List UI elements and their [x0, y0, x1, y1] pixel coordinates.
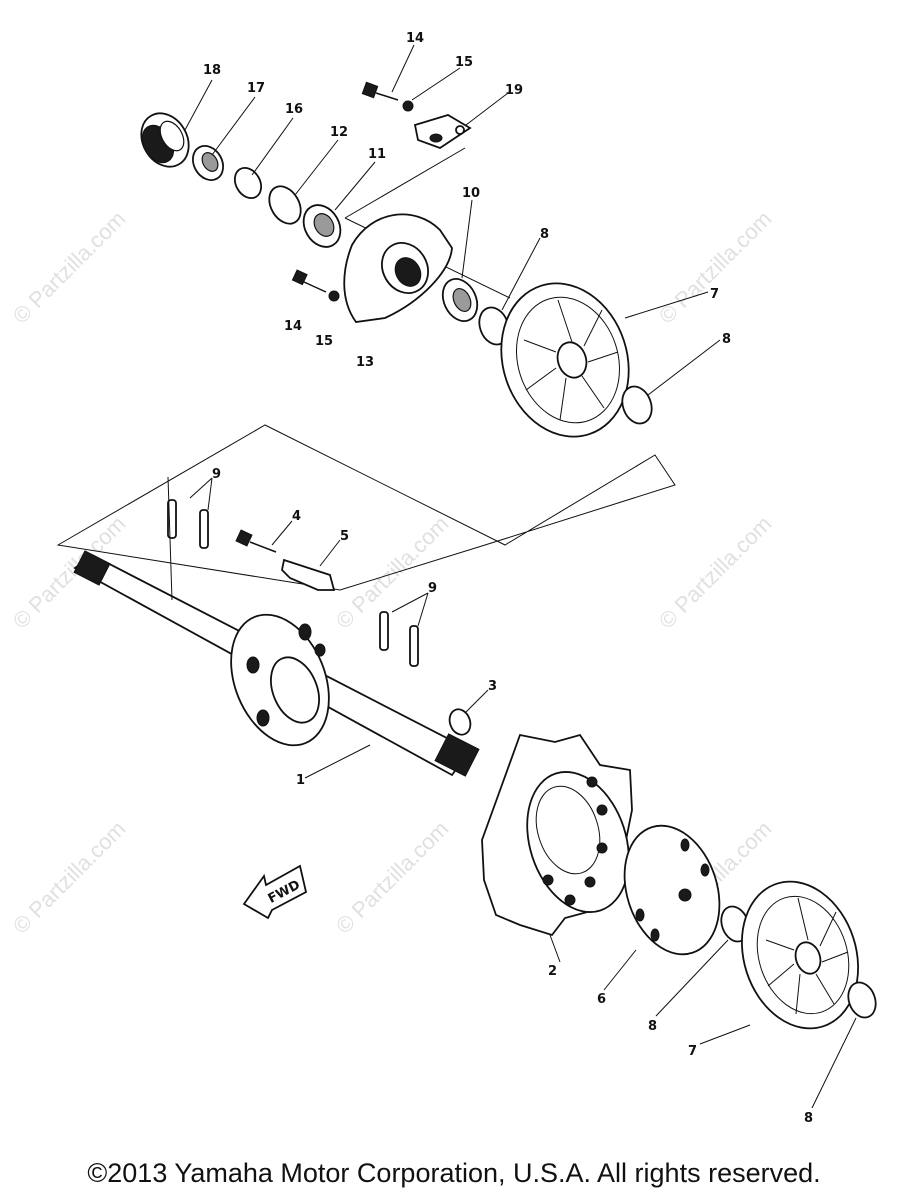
part-8-washer-bottom: [847, 981, 877, 1019]
part-7-wheel-top: [500, 282, 630, 438]
assembly-outline: [56, 424, 676, 591]
watermark: © Partzilla.com: [654, 206, 777, 329]
part-5-bracket: [281, 558, 336, 591]
callout-8-right: 8: [722, 332, 731, 347]
callout-7-top: 7: [710, 287, 719, 302]
part-17-nut: [192, 145, 224, 181]
part-19-clamp: [413, 114, 472, 150]
watermark: © Partzilla.com: [654, 511, 777, 634]
callout-2: 2: [548, 964, 557, 979]
part-12-circlip: [268, 185, 302, 225]
part-7-wheel-bottom: [741, 880, 859, 1030]
part-4-bolt: [235, 529, 277, 553]
callout-4: 4: [292, 509, 301, 524]
part-11-bearing: [302, 204, 342, 248]
callout-9-left: 9: [212, 467, 221, 482]
part-18-cap: [140, 112, 190, 168]
watermark: © Partzilla.com: [8, 816, 131, 939]
part-2-sprocket: [481, 733, 633, 937]
callout-10: 10: [462, 186, 480, 201]
callout-7-bottom: 7: [688, 1044, 697, 1059]
callout-14-top: 14: [406, 31, 424, 46]
part-10-bearing: [441, 278, 479, 322]
part-9-pins-right: [379, 611, 419, 667]
callout-15-top: 15: [455, 55, 473, 70]
part-16-washer: [233, 167, 263, 199]
part-15-washer-top: [402, 100, 414, 112]
callout-17: 17: [247, 81, 265, 96]
part-14-bolt-top: [361, 81, 399, 101]
part-13-bearing-housing: [343, 213, 453, 323]
fwd-arrow-icon: FWD: [242, 864, 308, 920]
callout-19: 19: [505, 83, 523, 98]
callout-11: 11: [368, 147, 386, 162]
part-3-collar: [448, 708, 472, 736]
callout-1: 1: [296, 773, 305, 788]
watermark: © Partzilla.com: [331, 511, 454, 634]
callout-8-bottom: 8: [804, 1111, 813, 1126]
watermark: © Partzilla.com: [8, 206, 131, 329]
callout-5: 5: [340, 529, 349, 544]
watermark: © Partzilla.com: [331, 816, 454, 939]
callout-16: 16: [285, 102, 303, 117]
part-9-pins-left: [167, 499, 209, 549]
callout-15-lower: 15: [315, 334, 333, 349]
callout-3: 3: [488, 679, 497, 694]
callout-12: 12: [330, 125, 348, 140]
callout-18: 18: [203, 63, 221, 78]
callout-6: 6: [597, 992, 606, 1007]
part-8-washer-right: [621, 385, 653, 425]
part-15-washer-lower: [328, 290, 340, 302]
callout-8-mid: 8: [648, 1019, 657, 1034]
callout-14-lower: 14: [284, 319, 302, 334]
part-14-bolt-lower: [291, 269, 340, 302]
copyright-notice: ©2013 Yamaha Motor Corporation, U.S.A. A…: [87, 1158, 821, 1188]
callout-8-top: 8: [540, 227, 549, 242]
callout-13: 13: [356, 355, 374, 370]
leader-lines: [167, 44, 857, 1109]
part-6-hub-right: [623, 824, 721, 956]
part-6-hub-left: [230, 613, 330, 747]
callout-9-right: 9: [428, 581, 437, 596]
